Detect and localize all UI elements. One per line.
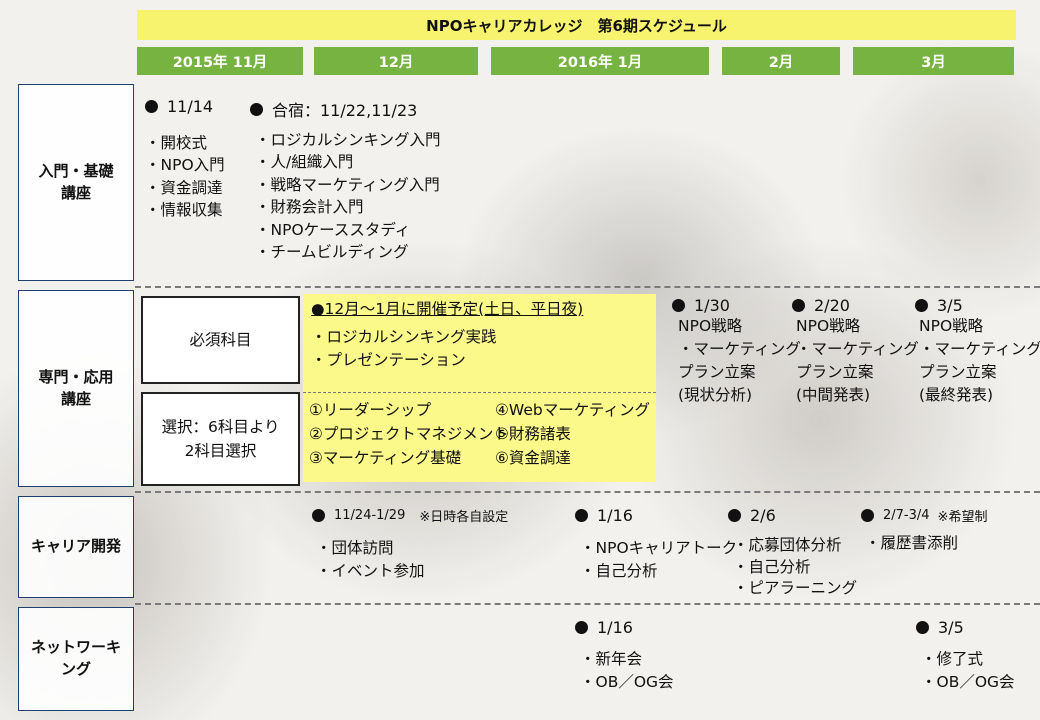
row-label-advanced: 専門・応用 講座 bbox=[18, 290, 134, 487]
session-1-30: 1/30 NPO戦略 ・マーケティング プラン立案 (現状分析) bbox=[672, 296, 801, 407]
bullet-dot-icon bbox=[145, 100, 158, 113]
session-2-20: 2/20 NPO戦略 ・マーケティング プラン立案 (中間発表) bbox=[792, 296, 919, 407]
network-event-1-list: ・新年会 ・OB／OG会 bbox=[580, 648, 674, 695]
row-label-career: キャリア開発 bbox=[18, 496, 134, 598]
bullet-dot-icon bbox=[312, 509, 325, 522]
schedule-title: NPOキャリアカレッジ 第6期スケジュール bbox=[137, 10, 1016, 40]
list-item: ①リーダーシップ bbox=[309, 401, 432, 419]
month-header-dec: 12月 bbox=[314, 47, 478, 75]
month-header-feb: 2月 bbox=[722, 47, 840, 75]
list-item: ・OB／OG会 bbox=[921, 673, 1015, 692]
career-event-3-header: 2/6 bbox=[728, 506, 776, 525]
bullet-dot-icon bbox=[861, 509, 874, 522]
list-item: ・新年会 bbox=[580, 650, 643, 668]
row-divider bbox=[135, 491, 1040, 493]
career-event-1-header: 11/24-1/29 ※日時各自設定 bbox=[312, 506, 508, 525]
network-event-2-list: ・修了式 ・OB／OG会 bbox=[921, 648, 1015, 695]
bullet-dot-icon bbox=[916, 621, 929, 634]
bullet-dot-icon bbox=[915, 299, 928, 312]
schedule-note: ●12月～1月に開催予定(土日、平日夜) bbox=[311, 300, 584, 318]
career-event-2-list: ・NPOキャリアトーク ・自己分析 bbox=[580, 537, 737, 584]
career-event-4-list: ・履歴書添削 bbox=[865, 532, 958, 555]
required-list: ・ロジカルシンキング実践 ・プレゼンテーション bbox=[311, 326, 497, 373]
panel-divider bbox=[303, 392, 656, 393]
row-label-networking: ネットワーキ ング bbox=[18, 607, 134, 711]
month-header-jan-2016: 2016年 1月 bbox=[491, 47, 709, 75]
month-header-mar: 3月 bbox=[853, 47, 1014, 75]
career-event-1-list: ・団体訪問 ・イベント参加 bbox=[316, 537, 425, 584]
row-divider bbox=[135, 286, 1040, 288]
month-header-nov-2015: 2015年 11月 bbox=[137, 47, 303, 75]
list-item: ・戦略マーケティング入門 bbox=[255, 175, 440, 194]
list-item: ・自己分析 bbox=[580, 562, 658, 581]
list-item: ・開校式 bbox=[145, 134, 208, 152]
bullet-dot-icon bbox=[575, 621, 588, 634]
intro-event-date: 11/14 bbox=[145, 97, 213, 116]
session-3-5: 3/5 NPO戦略 ・マーケティング プラン立案 (最終発表) bbox=[915, 296, 1040, 407]
bullet-dot-icon bbox=[672, 299, 685, 312]
bullet-dot-icon bbox=[250, 102, 263, 116]
row-label-intro: 入門・基礎 講座 bbox=[18, 84, 134, 281]
list-item: ・ロジカルシンキング入門 bbox=[255, 131, 441, 149]
list-item: ③マーケティング基礎 bbox=[309, 449, 462, 468]
bullet-dot-icon bbox=[575, 509, 588, 522]
required-subjects-box: 必須科目 bbox=[141, 296, 300, 384]
list-item: ・プレゼンテーション bbox=[311, 351, 466, 370]
list-item: ・ピアラーニング bbox=[733, 579, 858, 598]
career-event-3-list: ・応募団体分析 ・自己分析 ・ピアラーニング bbox=[733, 535, 857, 600]
list-item: ・資金調達 bbox=[145, 178, 223, 197]
bullet-dot-icon bbox=[728, 509, 741, 522]
course-content-panel: ●12月～1月に開催予定(土日、平日夜) ・ロジカルシンキング実践 ・プレゼンテ… bbox=[303, 294, 656, 482]
intro-list-1: ・開校式 ・NPO入門 ・資金調達 ・情報収集 bbox=[145, 132, 225, 222]
list-item: ⑤財務諸表 bbox=[495, 425, 571, 444]
list-item: ・イベント参加 bbox=[316, 562, 425, 581]
career-event-2-header: 1/16 bbox=[575, 506, 633, 525]
career-event-4-header: 2/7-3/4 ※希望制 bbox=[861, 506, 987, 525]
elective-list-right: ④Webマーケティング ⑤財務諸表 ⑥資金調達 bbox=[495, 398, 650, 470]
list-item: ④Webマーケティング bbox=[495, 401, 650, 419]
list-item: ・OB／OG会 bbox=[580, 673, 674, 692]
list-item: ・財務会計入門 bbox=[255, 198, 364, 217]
list-item: ・自己分析 bbox=[733, 557, 811, 576]
bullet-dot-icon bbox=[792, 299, 805, 312]
list-item: ⑥資金調達 bbox=[495, 449, 571, 468]
elective-list-left: ①リーダーシップ ②プロジェクトマネジメント ③マーケティング基礎 bbox=[309, 398, 509, 470]
intro-camp-date: 合宿：11/22,11/23 bbox=[250, 97, 417, 121]
network-event-2-header: 3/5 bbox=[916, 618, 964, 637]
list-item: ・NPOケーススタディ bbox=[255, 220, 411, 239]
list-item: ・NPO入門 bbox=[145, 156, 225, 175]
elective-subjects-box: 選択：6科目より 2科目選択 bbox=[141, 392, 300, 486]
list-item: ・履歴書添削 bbox=[865, 534, 959, 552]
list-item: ②プロジェクトマネジメント bbox=[309, 425, 509, 444]
list-item: ・修了式 bbox=[921, 650, 984, 668]
network-event-1-header: 1/16 bbox=[575, 618, 633, 637]
list-item: ・NPOキャリアトーク bbox=[580, 539, 738, 557]
list-item: ・ロジカルシンキング実践 bbox=[311, 328, 497, 346]
list-item: ・情報収集 bbox=[145, 201, 223, 220]
row-divider bbox=[135, 603, 1040, 605]
list-item: ・人/組織入門 bbox=[255, 153, 354, 172]
list-item: ・団体訪問 bbox=[316, 539, 394, 557]
intro-list-2: ・ロジカルシンキング入門 ・人/組織入門 ・戦略マーケティング入門 ・財務会計入… bbox=[255, 129, 441, 264]
list-item: ・チームビルディング bbox=[255, 243, 409, 262]
list-item: ・応募団体分析 bbox=[733, 536, 842, 554]
